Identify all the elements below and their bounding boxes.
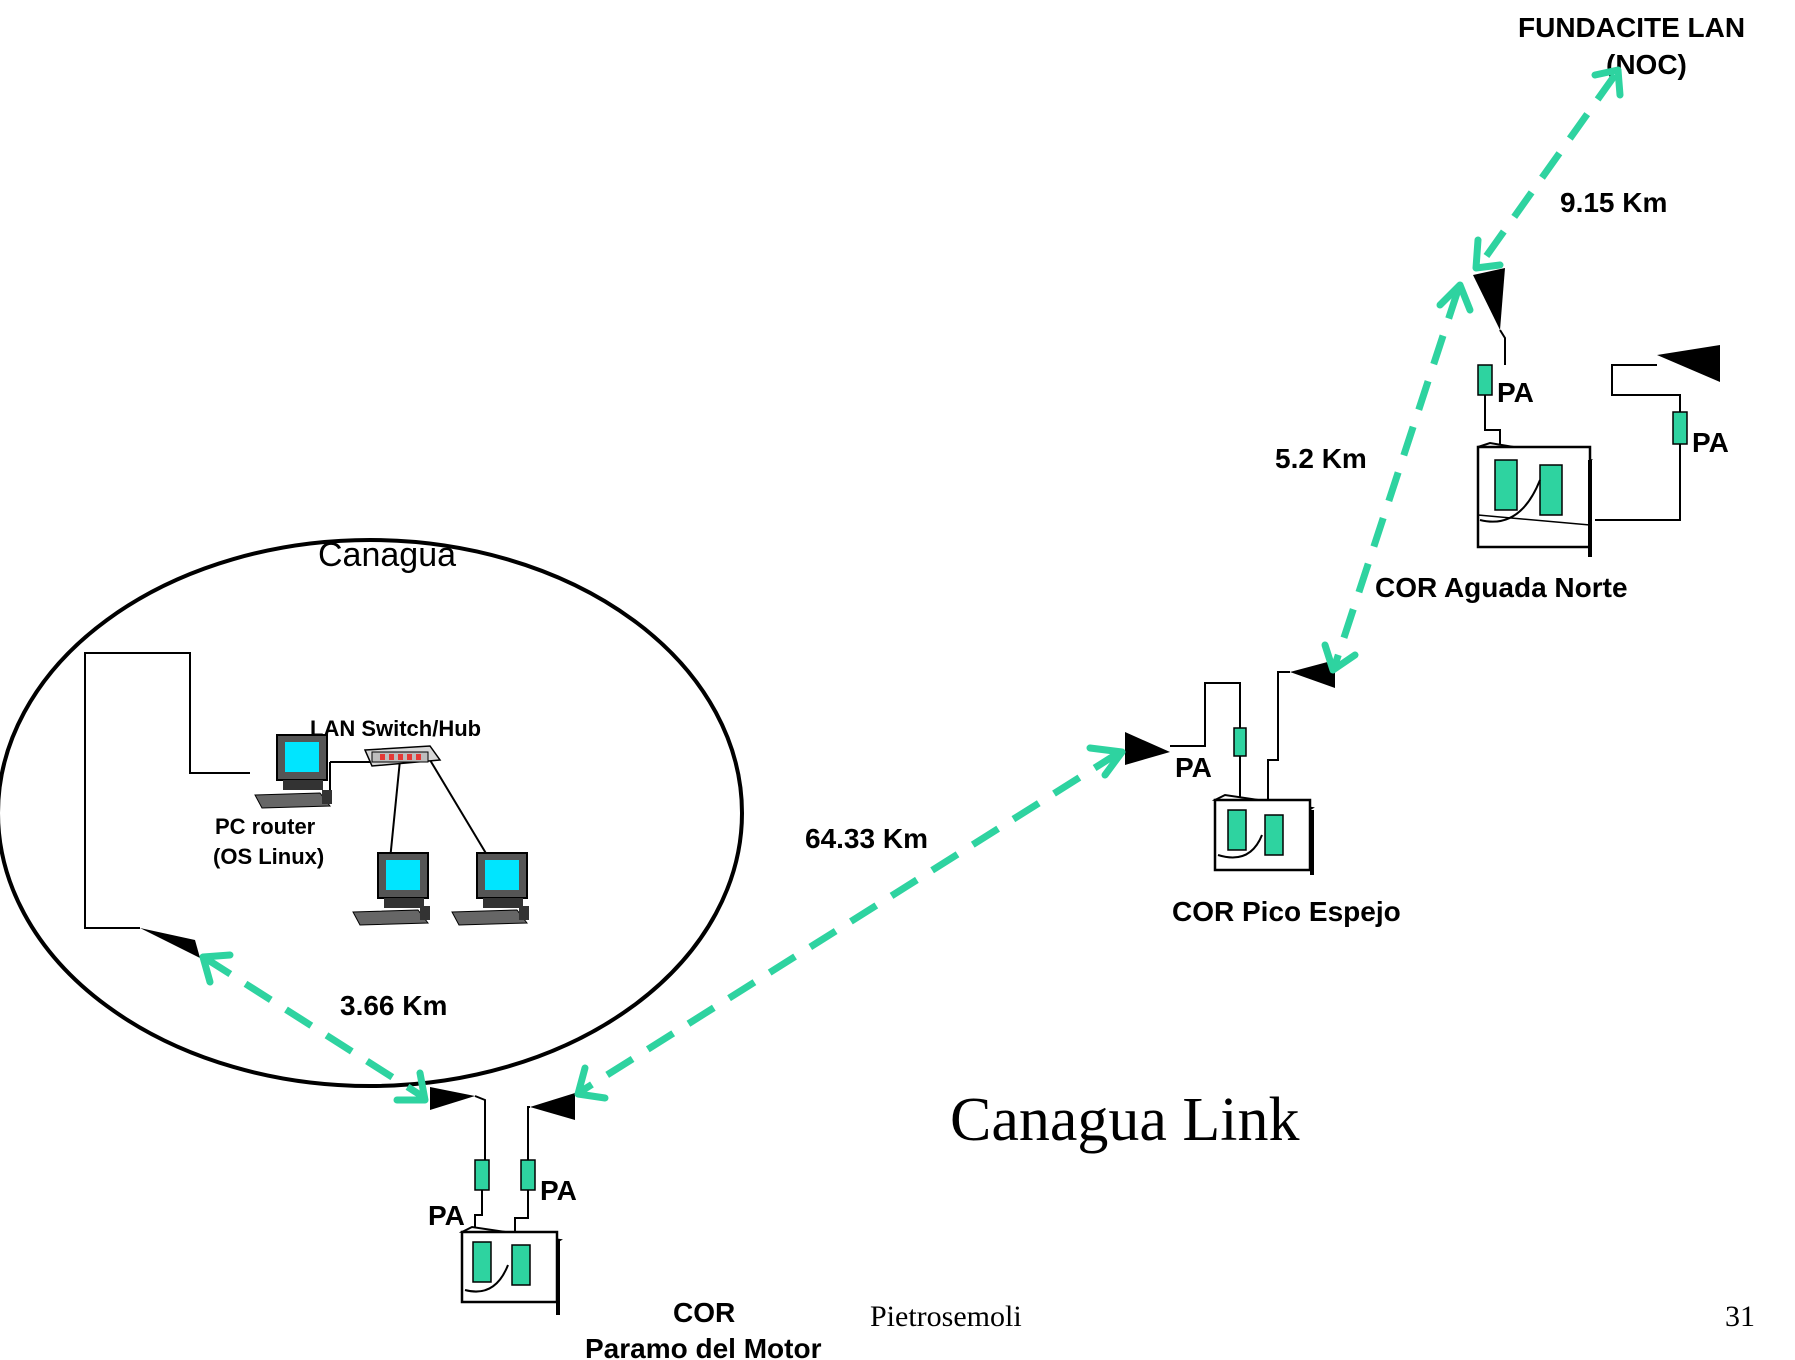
distance-label: 3.66 Km bbox=[340, 990, 447, 1021]
switch-pc1-cable bbox=[389, 759, 401, 861]
antenna-icon bbox=[1125, 732, 1170, 765]
radio-chassis-icon bbox=[458, 1225, 563, 1315]
amplifier-icon bbox=[474, 1159, 490, 1191]
pc-router-icon bbox=[254, 734, 332, 809]
site-pico-espejo: PA COR Pico Espejo bbox=[1125, 660, 1401, 927]
page-number: 31 bbox=[1725, 1300, 1755, 1333]
antenna-icon bbox=[1473, 268, 1505, 330]
noc-label-1: FUNDACITE LAN bbox=[1518, 12, 1745, 43]
amplifier-label: PA bbox=[1692, 427, 1729, 458]
antenna-icon bbox=[140, 928, 200, 958]
amplifier-icon bbox=[520, 1159, 536, 1191]
site-label-pico: COR Pico Espejo bbox=[1172, 896, 1401, 927]
amplifier-label: PA bbox=[1497, 377, 1534, 408]
switch-label: LAN Switch/Hub bbox=[310, 716, 481, 741]
workstation-icon bbox=[352, 852, 430, 926]
amplifier-label: PA bbox=[1175, 752, 1212, 783]
amplifier-icon bbox=[1672, 411, 1688, 445]
site-label-paramo-1: COR bbox=[673, 1297, 735, 1328]
radio-chassis-icon bbox=[1476, 441, 1594, 557]
antenna-icon bbox=[1657, 345, 1720, 382]
link-paramo-canagua bbox=[199, 951, 429, 1104]
switch-pc2-cable bbox=[429, 759, 491, 861]
canagua-cable bbox=[84, 652, 250, 929]
footer-author: Pietrosemoli bbox=[870, 1300, 1022, 1333]
amplifier-label: PA bbox=[540, 1175, 577, 1206]
site-paramo-del-motor: PA PA COR Paramo del Motor bbox=[428, 1087, 822, 1360]
antenna-icon bbox=[1290, 660, 1335, 688]
site-aguada-norte: PA PA COR Aguada Norte bbox=[1375, 268, 1729, 603]
site-label-paramo-2: Paramo del Motor bbox=[585, 1333, 822, 1360]
link-noc-aguada bbox=[1472, 66, 1624, 272]
radio-chassis-icon bbox=[1211, 793, 1315, 875]
antenna-icon bbox=[430, 1087, 475, 1110]
router-label-2: (OS Linux) bbox=[213, 844, 324, 869]
canagua-label: Canagua bbox=[318, 536, 456, 574]
link-pico-paramo bbox=[574, 744, 1126, 1102]
lan-switch-icon bbox=[363, 745, 442, 767]
link-aguada-pico bbox=[1321, 281, 1474, 674]
amplifier-label: PA bbox=[428, 1200, 465, 1231]
canagua-boundary bbox=[0, 538, 744, 1088]
site-label-aguada: COR Aguada Norte bbox=[1375, 572, 1628, 603]
workstation-icon bbox=[451, 852, 529, 926]
canagua-lan: Canagua LAN Switch/Hub PC router (OS Lin… bbox=[0, 536, 744, 1088]
router-label-1: PC router bbox=[215, 814, 316, 839]
slide-title: Canagua Link bbox=[950, 1086, 1300, 1154]
distance-label: 5.2 Km bbox=[1275, 443, 1367, 474]
amplifier-icon bbox=[1477, 364, 1493, 396]
antenna-icon bbox=[530, 1093, 575, 1120]
amplifier-icon bbox=[1233, 727, 1247, 757]
distance-label: 9.15 Km bbox=[1560, 187, 1667, 218]
distance-label: 64.33 Km bbox=[805, 823, 928, 854]
